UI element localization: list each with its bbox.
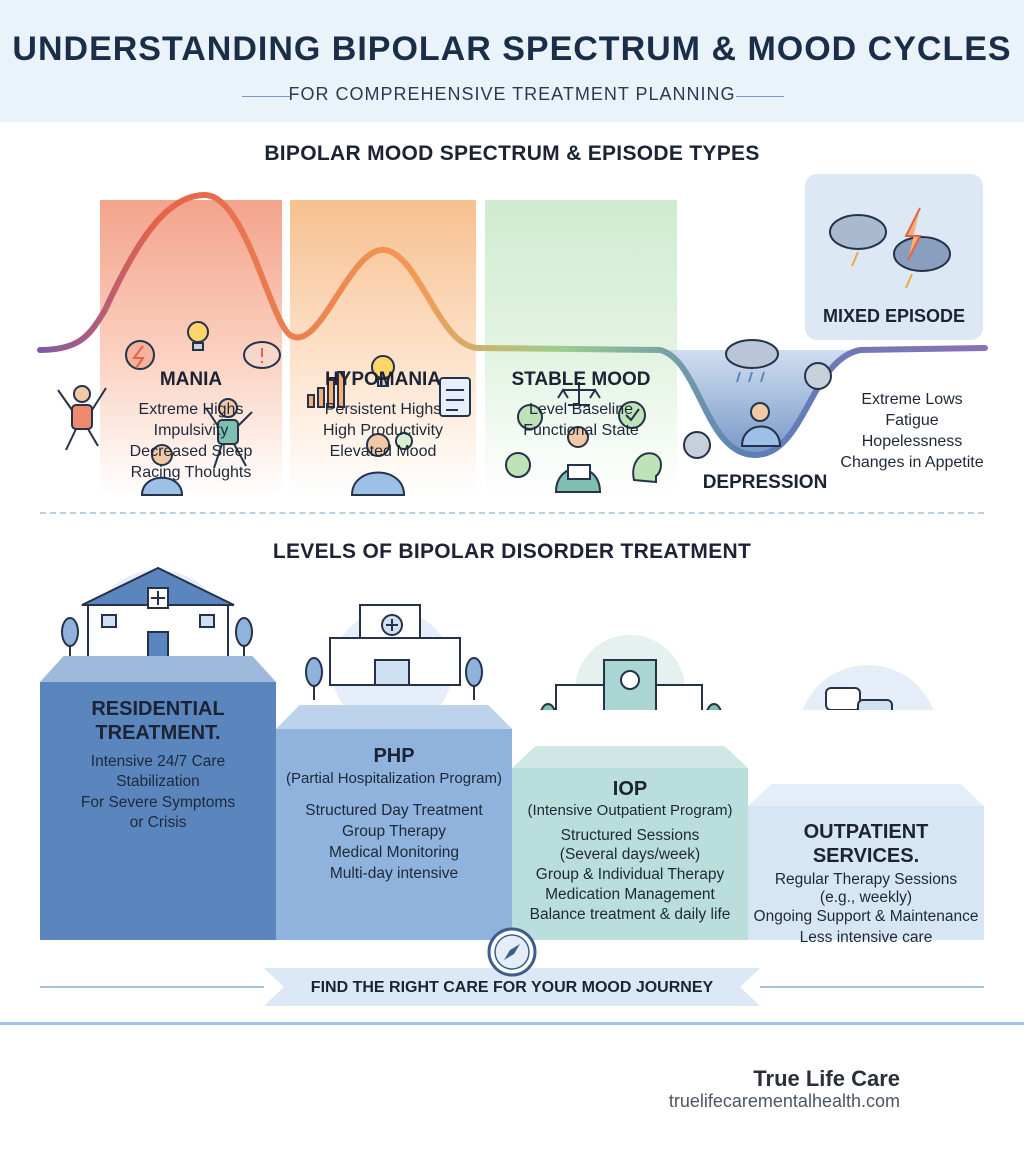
storm-cloud-icon — [829, 207, 951, 289]
check-circle-icon — [618, 401, 646, 429]
mania-person-jumping — [57, 385, 107, 451]
hypomania-trait: Persistent Highs — [324, 401, 442, 418]
mania-trait: Extreme Highs — [138, 401, 244, 418]
iop-block — [512, 768, 748, 940]
mania-trait: Racing Thoughts — [130, 464, 252, 481]
outpatient-block — [748, 806, 984, 940]
php-title: PHP — [373, 745, 415, 767]
php-block — [276, 729, 512, 940]
stable-trait: Functional State — [523, 422, 639, 439]
php-detail: Multi-day intensive — [329, 865, 459, 882]
mania-trait: Impulsivity — [153, 422, 229, 439]
idea-bulb-icon — [371, 355, 395, 387]
depression-trait: Changes in Appetite — [840, 454, 984, 471]
spectrum-title: BIPOLAR MOOD SPECTRUM & EPISODE TYPES — [264, 142, 760, 165]
header-band — [0, 0, 1024, 122]
iop-detail: Group & Individual Therapy — [535, 866, 725, 883]
sad-face-icon-right — [804, 362, 832, 390]
mania-person-dancing — [205, 398, 253, 469]
chat-bubbles-icon — [825, 687, 893, 710]
php-subtitle: (Partial Hospitalization Program) — [286, 770, 502, 787]
residential-house-icon — [81, 566, 235, 666]
iop-detail: (Several days/week) — [559, 846, 701, 863]
residential-block — [40, 682, 276, 940]
outpatient-detail: Ongoing Support & Maintenance — [753, 908, 979, 925]
mania-person-center — [140, 444, 184, 496]
residential-detail: or Crisis — [129, 814, 187, 831]
outpatient-detail: Less intensive care — [799, 929, 933, 946]
php-detail: Group Therapy — [342, 823, 446, 840]
banner-rule-right — [760, 986, 984, 988]
outpatient-detail: Regular Therapy Sessions — [774, 871, 958, 888]
stage-mania-name: MANIA — [159, 369, 223, 390]
mind-head-icon — [632, 452, 662, 484]
scale-icon — [557, 382, 601, 406]
depressed-person — [740, 402, 782, 447]
residential-title: RESIDENTIAL — [91, 698, 225, 720]
sad-face-icon — [683, 431, 711, 459]
checklist-icon — [439, 377, 471, 417]
outpatient-detail: (e.g., weekly) — [819, 889, 913, 906]
brand-name: True Life Care — [753, 1066, 900, 1091]
stage-depression-name: DEPRESSION — [702, 472, 828, 493]
lightbulb-icon — [187, 321, 209, 351]
subtitle-rule-right — [736, 96, 784, 97]
section-divider — [40, 512, 984, 514]
calm-face-icon — [505, 452, 531, 478]
stage-stable-name: STABLE MOOD — [511, 369, 651, 390]
residential-block-top — [40, 656, 276, 682]
hypomania-trait: High Productivity — [322, 422, 444, 439]
residential-detail: Stabilization — [116, 773, 200, 790]
lightning-chat-icon — [125, 340, 155, 370]
php-detail: Structured Day Treatment — [305, 802, 483, 819]
mixed-episode-label: MIXED EPISODE — [822, 306, 966, 326]
mood-wave-illustration — [37, 191, 988, 496]
mania-trait: Decreased Sleep — [129, 443, 253, 460]
iop-subtitle: (Intensive Outpatient Program) — [527, 802, 733, 819]
iop-title: IOP — [612, 778, 648, 800]
depression-trait: Hopelessness — [861, 433, 963, 450]
iop-detail: Structured Sessions — [560, 827, 700, 844]
php-block-top — [276, 705, 512, 729]
residential-title-2: TREATMENT. — [95, 722, 221, 744]
php-detail: Medical Monitoring — [328, 844, 460, 861]
depression-trait: Fatigue — [885, 412, 939, 429]
smile-face-icon — [517, 404, 543, 430]
subtitle-rule-left — [242, 96, 290, 97]
mood-wave-line — [37, 191, 988, 459]
rain-cloud-icon — [725, 339, 779, 383]
residential-detail: Intensive 24/7 Care — [90, 753, 226, 770]
stage-hypomania-name: HYPOMANIA — [324, 369, 442, 390]
outpatient-title: OUTPATIENT — [803, 821, 929, 843]
depression-trait: Extreme Lows — [861, 391, 963, 408]
outpatient-block-top — [748, 784, 984, 806]
hypomania-person — [350, 432, 413, 496]
banner-text: FIND THE RIGHT CARE FOR YOUR MOOD JOURNE… — [310, 979, 714, 996]
outpatient-title-2: SERVICES. — [812, 845, 920, 867]
page-subtitle: FOR COMPREHENSIVE TREATMENT PLANNING — [288, 84, 736, 104]
footer-rule — [0, 1022, 1024, 1025]
bar-chart-icon — [307, 371, 345, 408]
stable-trait: Level Baseline — [528, 401, 634, 418]
thought-bubble-icon — [243, 341, 281, 369]
compass-icon — [487, 927, 537, 977]
banner-rule-left — [40, 986, 264, 988]
iop-detail: Balance treatment & daily life — [529, 906, 731, 923]
php-hospital-icon — [329, 604, 461, 686]
iop-clinic-icon — [555, 659, 703, 710]
page-title: UNDERSTANDING BIPOLAR SPECTRUM & MOOD CY… — [12, 30, 1012, 68]
iop-detail: Medication Management — [545, 886, 715, 903]
stable-person-reading — [554, 426, 602, 493]
residential-detail: For Severe Symptoms — [80, 794, 236, 811]
brand-website[interactable]: truelifecarementalhealth.com — [668, 1091, 900, 1111]
tree-icon-iop — [540, 703, 722, 710]
tree-icon-php — [305, 657, 483, 700]
hypomania-trait: Elevated Mood — [329, 443, 437, 460]
iop-block-top — [512, 746, 748, 768]
treatment-title: LEVELS OF BIPOLAR DISORDER TREATMENT — [272, 540, 752, 563]
